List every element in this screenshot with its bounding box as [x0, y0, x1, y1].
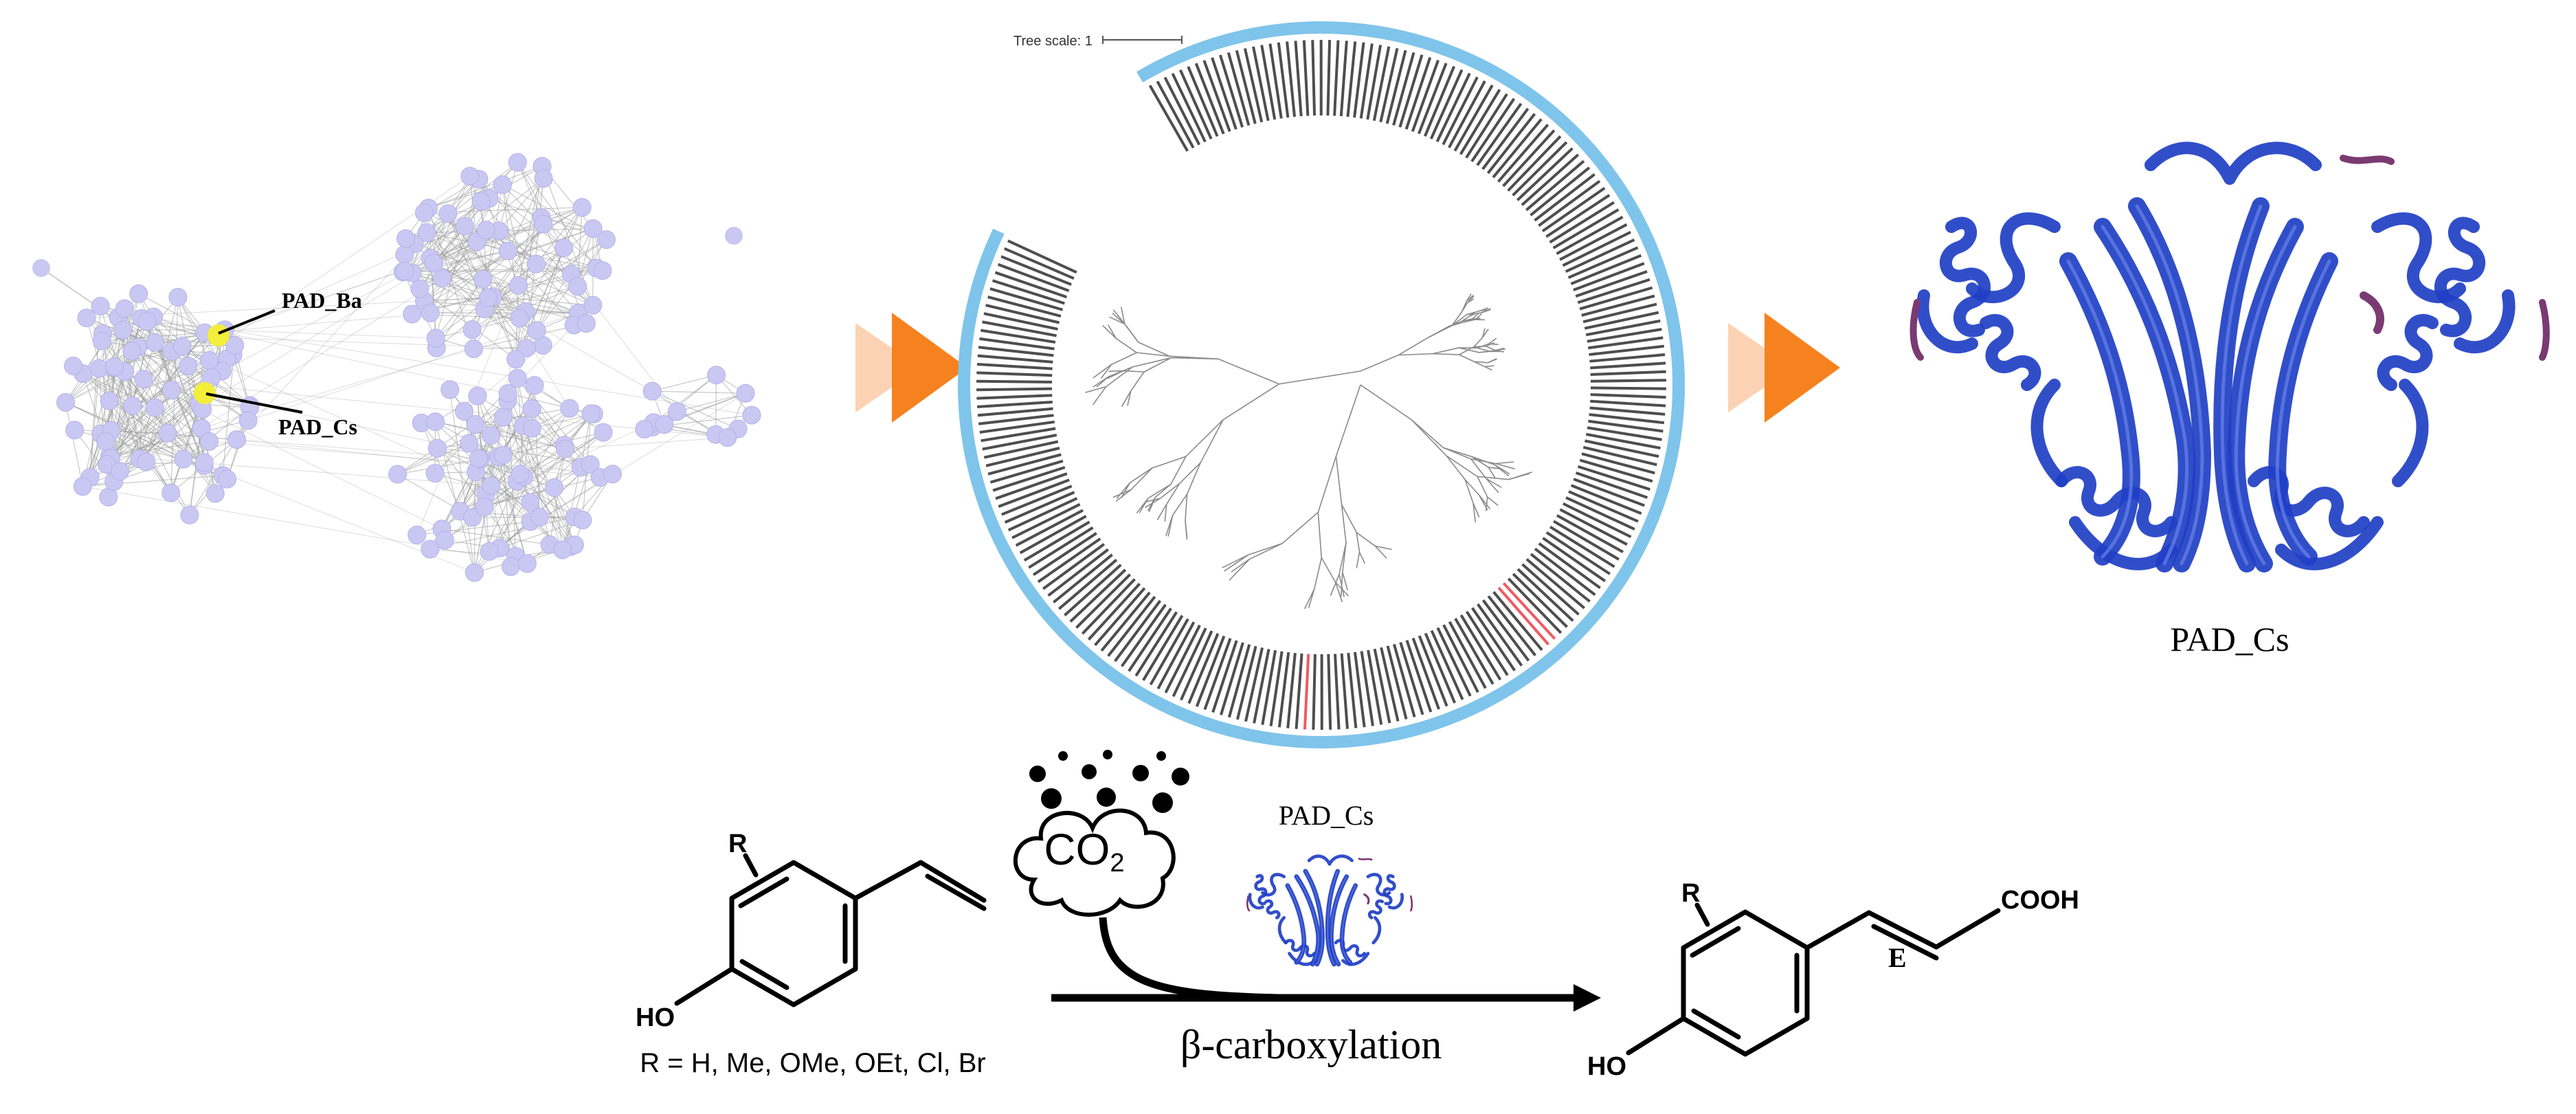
product-chain-bond-1: [1804, 910, 1872, 950]
product-double-bond: [1866, 910, 1939, 950]
reaction-scheme: R HO R = H, Me, OMe, OEt, Cl, Br CO2: [636, 750, 2079, 1081]
reactant-r-bond: [743, 853, 759, 878]
product-benzene-ring: [1681, 909, 1810, 1057]
co2-feed-curve: [1099, 917, 1279, 1002]
product-e-label: E: [1888, 942, 1907, 973]
enzyme-label: PAD_Cs: [1279, 800, 1374, 831]
protein-structure: [1909, 142, 2550, 572]
tree-leaf-ring: [957, 21, 1685, 749]
reactant-ho-label: HO: [636, 1003, 675, 1032]
product-ho-label: HO: [1587, 1052, 1626, 1081]
similarity-network: PAD_Ba PAD_Cs: [32, 153, 761, 582]
pad-ba-leader-line: [218, 309, 276, 335]
pad-cs-node: [194, 382, 216, 404]
reactant-vinyl-bond: [853, 860, 923, 901]
pad-cs-leader-line: [205, 392, 303, 414]
arrow-light-chevron: [1728, 323, 1793, 412]
product-oh-bond: [1626, 1016, 1686, 1056]
enzyme-thumbnail: [1246, 854, 1413, 967]
product-r-bond: [1694, 902, 1710, 927]
co2-cloud: CO2: [1013, 750, 1189, 917]
co2-label: CO2: [1044, 825, 1124, 878]
arrow-dark-chevron: [892, 313, 967, 423]
reactant-structure: [674, 853, 987, 1007]
reactant-oh-bond: [674, 966, 735, 1006]
reactant-r-label: R: [728, 829, 747, 858]
structure-caption: PAD_Cs: [2170, 620, 2289, 658]
co2-cloud-outline: [1013, 808, 1176, 917]
phylogenetic-tree: Tree scale: 1: [957, 21, 1685, 749]
flow-arrow-1: [855, 313, 967, 423]
flow-arrow-2: [1728, 313, 1840, 423]
pad-ba-label: PAD_Ba: [282, 288, 362, 313]
product-cooh-label: COOH: [2001, 886, 2079, 915]
network-nodes: [32, 153, 761, 582]
substituent-list: R = H, Me, OMe, OEt, Cl, Br: [640, 1048, 985, 1078]
product-r-label: R: [1681, 879, 1700, 908]
arrow-dark-chevron: [1765, 313, 1840, 423]
tree-branches: [1085, 293, 1533, 610]
reaction-arrow-head: [1573, 984, 1601, 1012]
arrow-light-chevron: [855, 323, 921, 412]
product-structure: [1626, 902, 2001, 1057]
reaction-condition: β-carboxylation: [1180, 1022, 1442, 1067]
network-edges: [41, 161, 752, 573]
network-labels: PAD_Ba PAD_Cs: [205, 288, 362, 439]
pad-cs-network-label: PAD_Cs: [278, 414, 357, 439]
product-chain-bond-2: [1934, 908, 2001, 950]
co2-bubbles: [1029, 750, 1189, 813]
reactant-benzene-ring: [729, 860, 858, 1007]
pad-ba-node: [208, 324, 229, 346]
tree-scale-label: Tree scale: 1: [1013, 34, 1093, 49]
